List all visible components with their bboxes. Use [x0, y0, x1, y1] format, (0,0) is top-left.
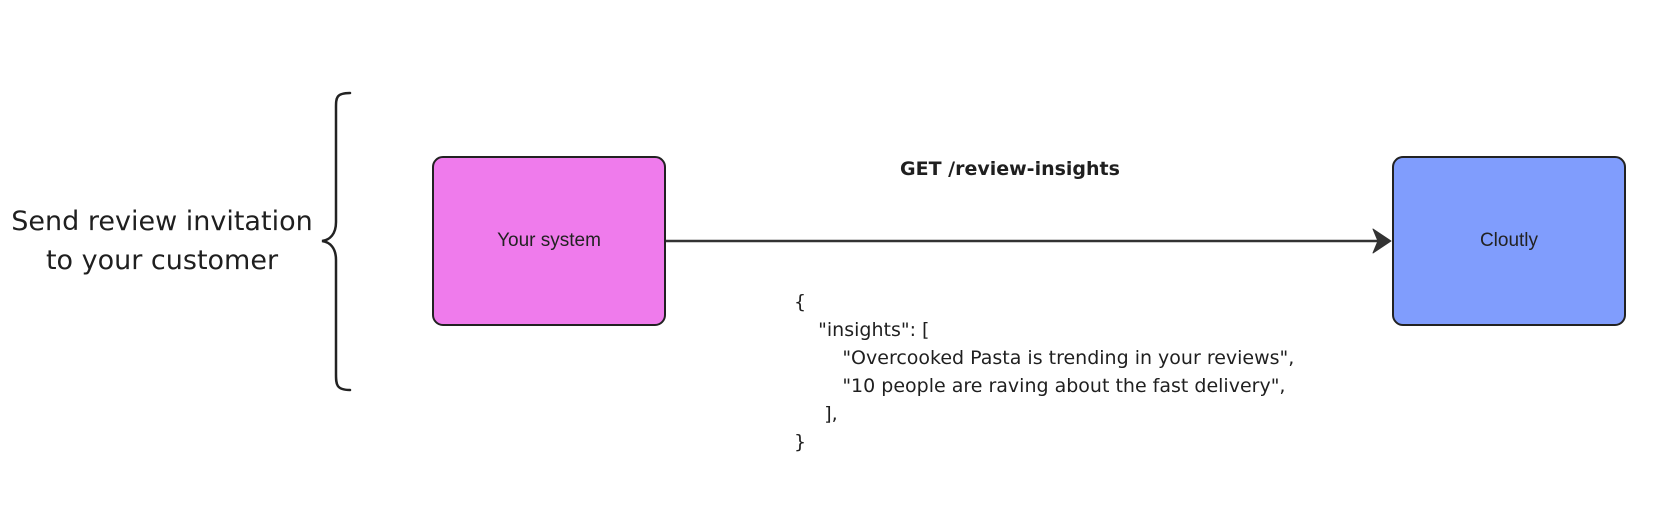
side-label: Send review invitation to your customer	[0, 202, 324, 280]
curly-brace	[321, 91, 352, 392]
node-cloutly-label: Cloutly	[1479, 230, 1539, 251]
payload-line: ],	[794, 403, 838, 425]
node-your-system[interactable]: Your system	[432, 156, 666, 326]
payload-line: "Overcooked Pasta is trending in your re…	[794, 347, 1295, 369]
payload-line: "insights": [	[794, 319, 930, 341]
payload-line: }	[794, 431, 807, 453]
side-label-line-2: to your customer	[45, 245, 279, 276]
payload-line: "10 people are raving about the fast del…	[794, 375, 1286, 397]
payload-line: {	[794, 291, 807, 313]
side-label-line-1: Send review invitation	[11, 206, 313, 237]
node-your-system-label: Your system	[497, 230, 601, 251]
response-payload: { "insights": [ "Overcooked Pasta is tre…	[794, 288, 1294, 456]
node-cloutly[interactable]: Cloutly	[1392, 156, 1626, 326]
request-arrow-head	[1372, 228, 1392, 254]
edge-label: GET /review-insights	[900, 158, 1120, 180]
